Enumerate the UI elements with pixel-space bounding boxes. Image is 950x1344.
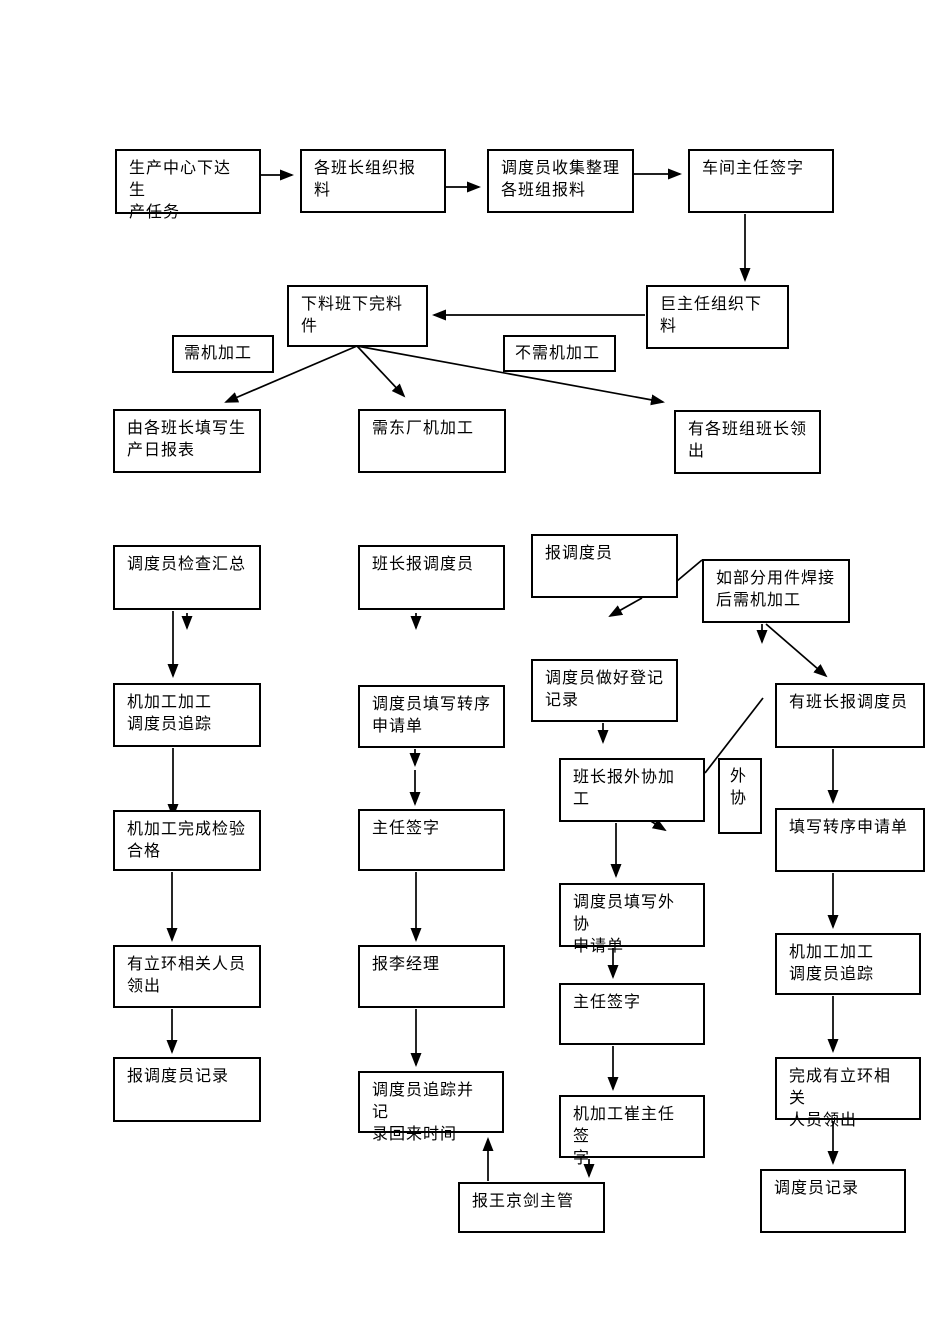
node-group-leaders-collect: 有各班组班长领 出 [674, 410, 821, 474]
node-leader-reports-dispatcher-2: 有班长报调度员 [775, 683, 925, 748]
node-director-sign-2: 主任签字 [559, 983, 705, 1045]
node-leader-report-outsourcing: 班长报外协加工 [559, 758, 705, 822]
node-dispatcher-register-record: 调度员做好登记 记录 [531, 659, 678, 722]
node-dispatcher-track-return-time: 调度员追踪并记 录回来时间 [358, 1071, 504, 1143]
node-need-machining-label: 需机加工 [172, 335, 274, 373]
node-leader-report-dispatcher: 班长报调度员 [358, 545, 505, 610]
node-machining-done-inspection: 机加工完成检验 合格 [113, 810, 261, 871]
arrow-reportdispatcher-down [608, 597, 643, 617]
node-report-dispatcher: 报调度员 [531, 534, 678, 598]
node-machining-dispatcher-track-1: 机加工加工 调度员追踪 [113, 683, 261, 747]
node-report-manager-li: 报李经理 [358, 945, 505, 1008]
arrow-cutting-to-eastfactory [356, 345, 406, 398]
node-complete-lihuan-collect: 完成有立环相关 人员领出 [775, 1057, 921, 1129]
node-workshop-director-sign: 车间主任签字 [688, 149, 834, 213]
node-dispatcher-fill-outsourcing-form: 调度员填写外协 申请单 [559, 883, 705, 955]
node-report-dispatcher-record: 报调度员记录 [113, 1057, 261, 1122]
node-fill-transfer-form: 填写转序申请单 [775, 808, 925, 872]
node-cutting-class-finish: 下料班下完料件 [287, 285, 428, 347]
node-report-wang-jingjian: 报王京剑主管 [458, 1182, 605, 1233]
node-leaders-report-material: 各班长组织报料 [300, 149, 446, 213]
node-machining-cui-director-sign: 机加工崔主任签 字 [559, 1095, 705, 1167]
node-lihuan-staff-collect: 有立环相关人员 领出 [113, 945, 261, 1008]
node-east-factory-machining: 需东厂机加工 [358, 409, 506, 473]
line-reportdispatcher-to-welded [676, 559, 703, 582]
arrow-welded-to-leaderreports2 [765, 623, 828, 678]
node-ju-director-organize-cutting: 巨主任组织下料 [646, 285, 789, 349]
node-dispatcher-fill-transfer-form: 调度员填写转序 申请单 [358, 685, 505, 748]
node-welded-parts-need-machining: 如部分用件焊接 后需机加工 [702, 559, 850, 623]
node-dispatcher-check-summary: 调度员检查汇总 [113, 545, 261, 610]
node-production-center-task: 生产中心下达生 产任务 [115, 149, 261, 221]
node-machining-dispatcher-track-2: 机加工加工 调度员追踪 [775, 933, 921, 995]
node-director-sign-1: 主任签字 [358, 809, 505, 871]
node-dispatcher-record: 调度员记录 [760, 1169, 906, 1233]
node-dispatcher-collect: 调度员收集整理 各班组报料 [487, 149, 634, 213]
node-leaders-fill-daily-report: 由各班长填写生 产日报表 [113, 409, 261, 473]
node-outsourcing-label: 外 协 [718, 758, 762, 834]
node-no-machining-label: 不需机加工 [503, 335, 616, 372]
